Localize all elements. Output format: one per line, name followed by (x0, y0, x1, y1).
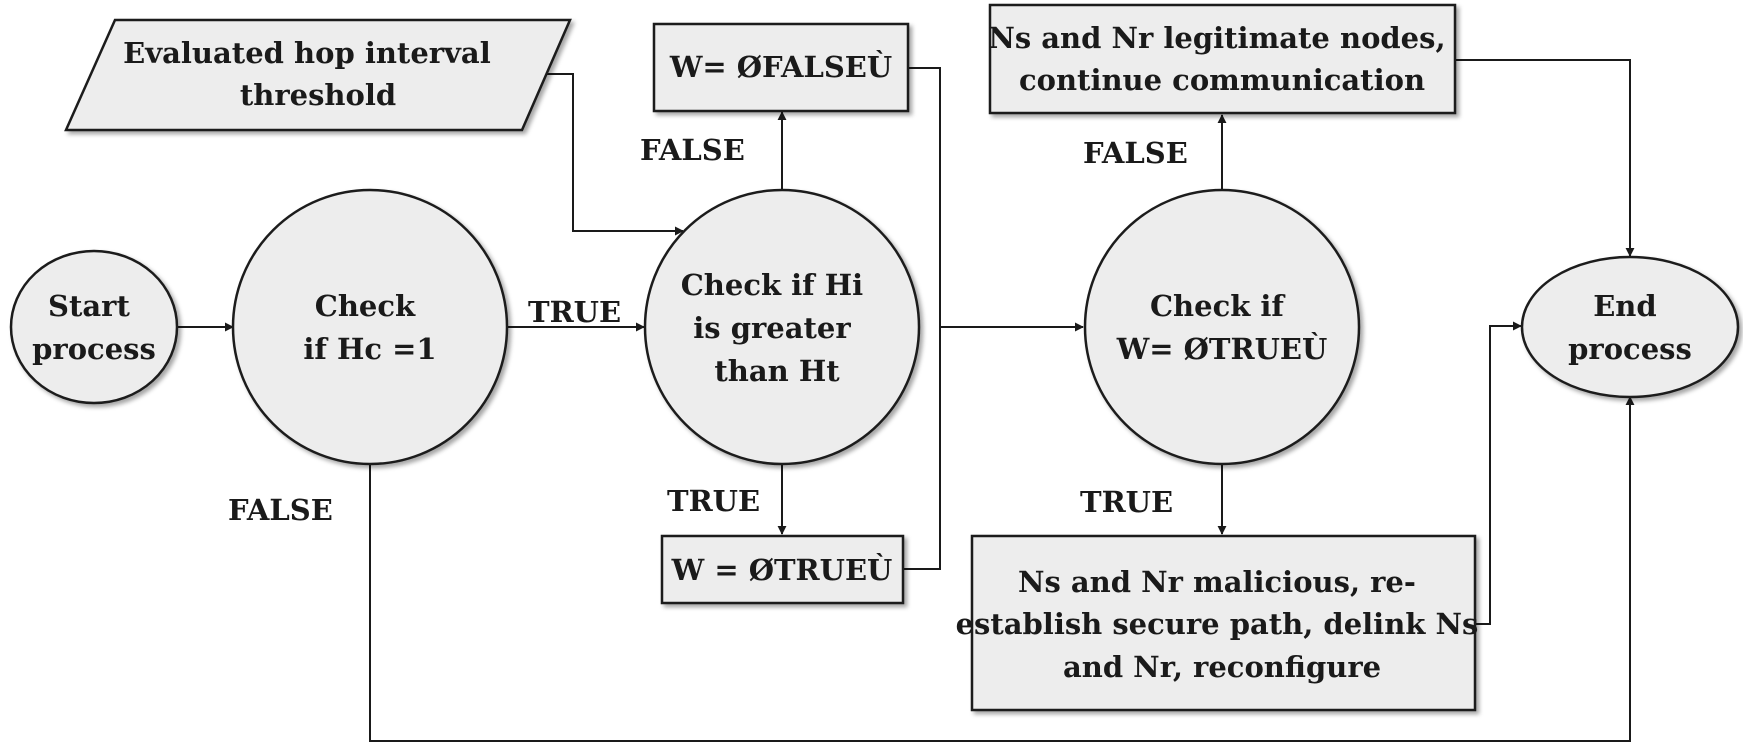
legitimate-box (988, 3, 1457, 115)
edge-labels: TRUE FALSE FALSE TRUE FALSE TRUE (228, 133, 1188, 527)
w-true-box (660, 534, 905, 605)
malicious-label: Ns and Nr malicious, re- establish secur… (956, 565, 1489, 684)
w-false-box (652, 22, 910, 113)
malicious-box (970, 534, 1477, 712)
edge-label-hc-false: FALSE (228, 493, 333, 527)
edge-label-hi-false: FALSE (640, 133, 745, 167)
connectors (178, 59, 1635, 742)
legitimate-label: Ns and Nr legitimate nodes, continue com… (988, 21, 1455, 97)
w-false-label: W= ØFALSEÙ (669, 49, 892, 84)
end-node (1520, 255, 1740, 399)
edge-label-w-true: TRUE (1080, 485, 1173, 519)
threshold-input-label: Evaluated hop interval threshold (123, 36, 501, 112)
check-hi-node (643, 188, 921, 466)
edge-malicious-to-end (1475, 321, 1522, 625)
edge-legitimate-to-end (1455, 59, 1635, 257)
edge-label-w-false: FALSE (1083, 136, 1188, 170)
shapes (9, 3, 1740, 712)
edge-w-false-to-merge (903, 67, 941, 570)
check-hi-node-label: Check if Hi is greater than Ht (681, 268, 874, 388)
check-hc-node (231, 188, 509, 466)
check-w-node (1083, 188, 1361, 466)
edge-check-hc-false-to-end (369, 396, 1635, 742)
threshold-input-node (64, 18, 572, 132)
node-labels: Start process Check if Hc =1 Check if Hi… (32, 21, 1692, 684)
check-hc-node-label: Check if Hc =1 (303, 289, 436, 366)
edge-label-hi-true: TRUE (667, 484, 760, 518)
edge-label-hc-true: TRUE (528, 295, 621, 329)
start-node-label: Start process (32, 289, 156, 366)
start-node (9, 249, 179, 405)
w-true-label: W = ØTRUEÙ (671, 552, 893, 587)
edge-threshold-to-check-hi (545, 73, 684, 236)
end-node-label: End process (1568, 289, 1692, 366)
check-w-node-label: Check if W= ØTRUEÙ (1116, 289, 1328, 366)
